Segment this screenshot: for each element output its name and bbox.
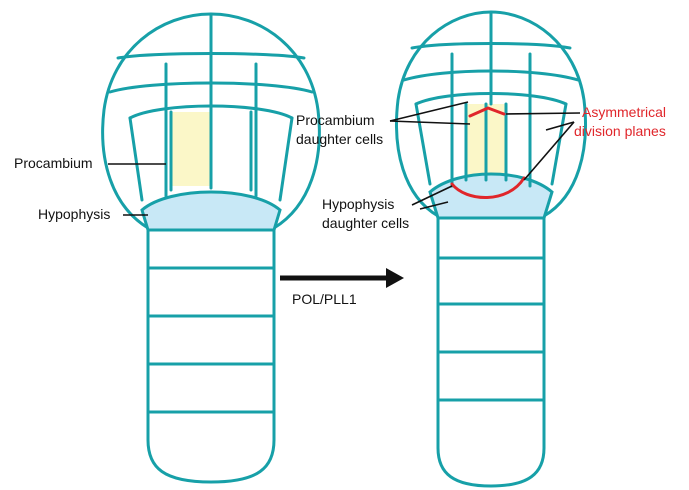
procambium-daughters-label-line1: Procambium <box>296 112 375 128</box>
left-hypophysis-cell <box>142 192 280 230</box>
asymmetrical-leader-1 <box>506 113 580 114</box>
hypophysis-daughters-label-line2: daughter cells <box>322 215 409 231</box>
transition-label: POL/PLL1 <box>292 291 357 307</box>
asymmetrical-label-line2: division planes <box>574 123 666 139</box>
hypophysis-label: Hypophysis <box>38 206 110 222</box>
transition-arrow: POL/PLL1 <box>280 268 404 307</box>
left-embryo <box>103 14 320 482</box>
procambium-label: Procambium <box>14 155 93 171</box>
left-procambium-cell <box>171 112 211 186</box>
arrow-head <box>386 268 404 288</box>
procambium-daughters-label-line2: daughter cells <box>296 131 383 147</box>
asymmetrical-label-line1: Asymmetrical <box>582 104 666 120</box>
right-embryo <box>397 12 586 486</box>
hypophysis-daughters-label-line1: Hypophysis <box>322 196 394 212</box>
